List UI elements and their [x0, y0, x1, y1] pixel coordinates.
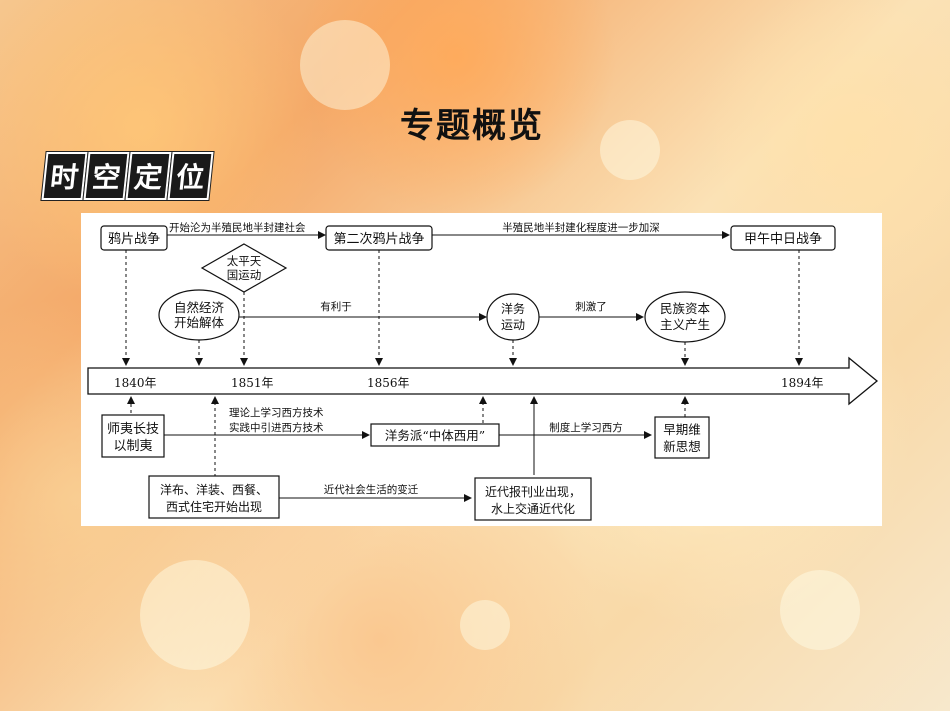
node-label: 近代报刊业出现，	[485, 484, 581, 499]
node-label: 以制夷	[113, 438, 152, 454]
relation-label: 刺激了	[575, 300, 607, 313]
node-label: 自然经济	[174, 300, 225, 315]
badge-char: 空	[83, 152, 130, 200]
node-label: 水上交通近代化	[491, 501, 575, 516]
node-label: 新思想	[663, 439, 701, 454]
timeline-diagram: 1840年 1851年 1856年 1894年 鸦片战争 第二次鸦片战争 甲午中…	[81, 213, 882, 526]
node-label: 洋布、洋装、西餐、	[160, 482, 268, 497]
ellipse-node	[486, 293, 540, 341]
section-badge: 时 空 定 位	[41, 152, 214, 200]
year-label: 1856年	[367, 376, 410, 390]
relation-label: 近代社会生活的变迁	[324, 483, 419, 496]
year-label: 1894年	[781, 376, 824, 390]
event-label: 第二次鸦片战争	[333, 231, 424, 247]
node-label: 运动	[501, 318, 525, 332]
node-label: 开始解体	[174, 315, 225, 330]
concept-box	[654, 416, 710, 459]
page-title: 专题概览	[400, 106, 544, 146]
concept-box	[148, 475, 280, 519]
year-label: 1851年	[231, 376, 274, 390]
year-label: 1840年	[114, 376, 157, 390]
node-label: 太平天	[227, 254, 262, 268]
bokeh-light	[140, 560, 250, 670]
relation-label: 制度上学习西方	[549, 421, 623, 434]
node-label: 洋务	[501, 301, 525, 316]
relation-label: 有利于	[320, 300, 352, 313]
bokeh-light	[300, 20, 390, 110]
badge-char: 位	[167, 152, 214, 200]
node-label: 师夷长技	[107, 421, 159, 437]
relation-label: 开始沦为半殖民地半封建社会	[169, 221, 306, 234]
concept-box	[101, 414, 165, 458]
timeline-arrow	[87, 356, 879, 406]
relation-label: 半殖民地半封建化程度进一步加深	[502, 221, 660, 234]
node-label: 洋务派“中体西用”	[385, 428, 485, 443]
node-label: 西式住宅开始出现	[166, 499, 262, 514]
relation-label: 理论上学习西方技术	[229, 406, 324, 419]
event-box	[730, 225, 836, 251]
event-box	[100, 225, 168, 251]
bokeh-light	[780, 570, 860, 650]
node-label: 民族资本	[660, 301, 711, 316]
event-label: 鸦片战争	[108, 231, 160, 247]
badge-char: 时	[41, 152, 88, 200]
bokeh-light	[600, 120, 660, 180]
badge-char: 定	[125, 152, 172, 200]
bokeh-light	[460, 600, 510, 650]
concept-box	[474, 477, 592, 521]
node-label: 主义产生	[660, 317, 710, 332]
node-label: 国运动	[227, 268, 262, 282]
relation-label: 实践中引进西方技术	[229, 421, 324, 434]
node-label: 早期维	[663, 422, 701, 437]
event-label: 甲午中日战争	[744, 232, 822, 247]
